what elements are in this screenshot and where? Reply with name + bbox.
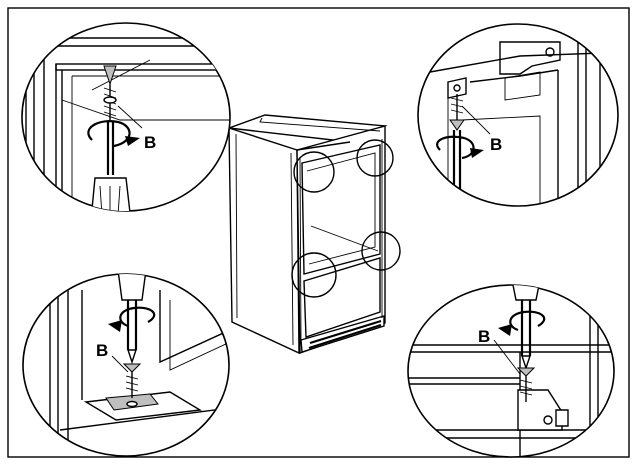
label-b-top-left: B bbox=[144, 133, 156, 152]
callout-circle-bottom-right bbox=[361, 231, 401, 271]
callout-circle-top-right bbox=[356, 139, 394, 177]
detail-bottom-left: B bbox=[22, 273, 230, 457]
detail-bottom-right: B bbox=[407, 284, 615, 458]
label-b-bottom-right: B bbox=[478, 327, 490, 346]
figure-frame bbox=[7, 7, 630, 458]
detail-top-left: B bbox=[21, 22, 231, 212]
label-b-top-right: B bbox=[490, 135, 502, 154]
callout-circle-bottom-left bbox=[291, 252, 337, 298]
detail-top-right: B bbox=[417, 23, 619, 207]
appliance-cabinet bbox=[228, 114, 401, 355]
label-b-bottom-left: B bbox=[96, 341, 108, 360]
callout-circle-top-left bbox=[293, 151, 335, 193]
